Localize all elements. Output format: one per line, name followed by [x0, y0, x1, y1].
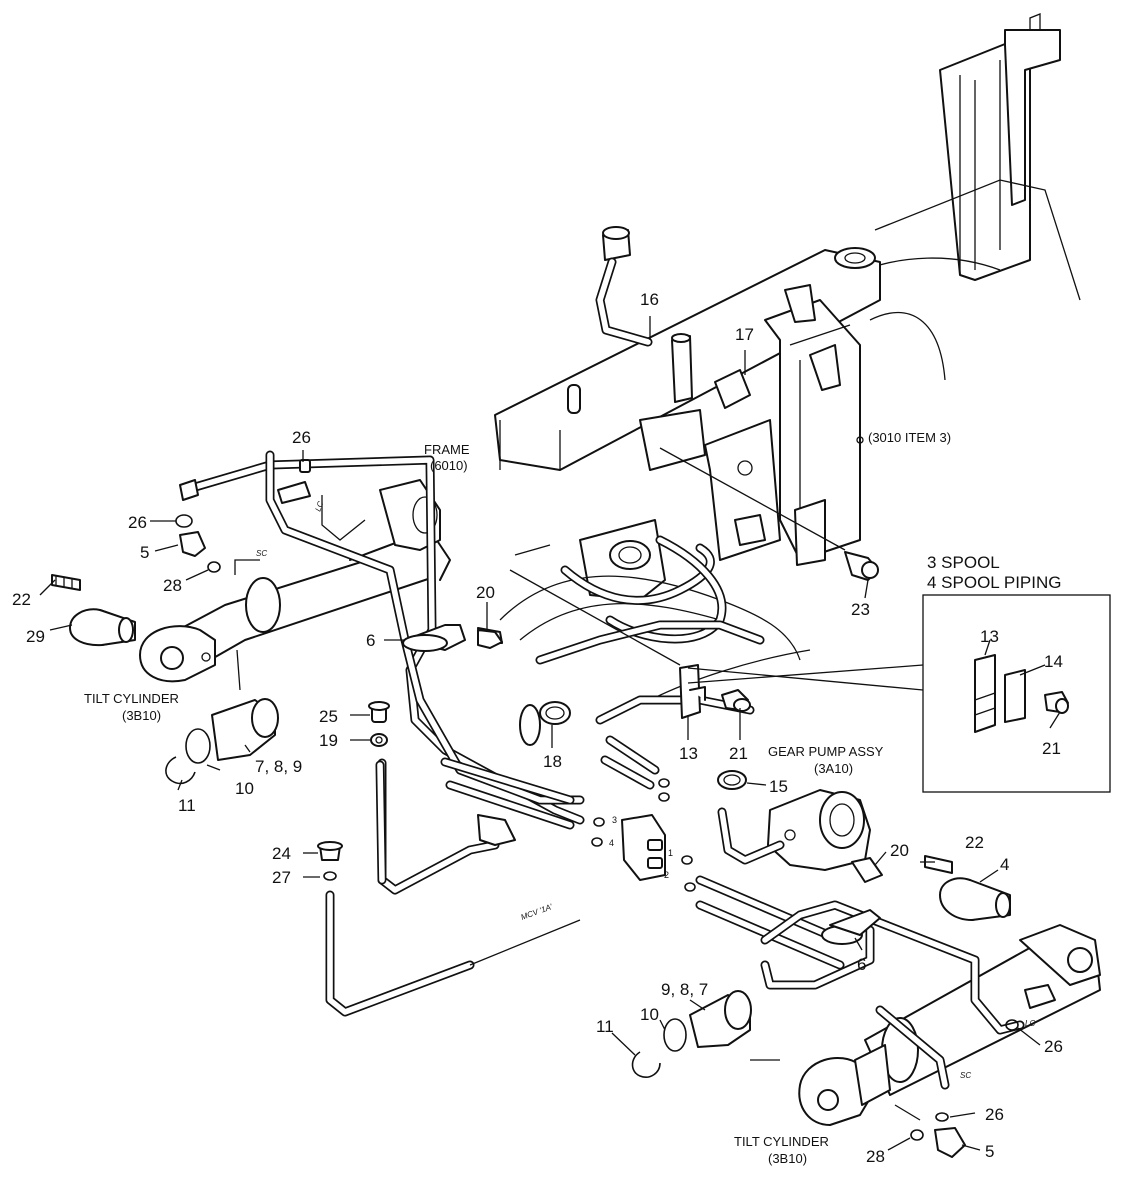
sc-tag-left: SC: [256, 549, 267, 558]
right-fittings: [910, 855, 1056, 1158]
callout-numbers: 16 17 26 26 5 28 22 29 6 20 23 25 19 18 …: [12, 290, 1063, 1166]
callout-26: 26: [985, 1105, 1004, 1124]
callout-22: 22: [12, 590, 31, 609]
callout-20: 20: [476, 583, 495, 602]
callout-13: 13: [980, 627, 999, 646]
frame-label: FRAME: [424, 442, 470, 457]
plug-24-27: [317, 841, 581, 1017]
side-bracket-3010: [764, 284, 864, 566]
port-3: 3: [612, 815, 617, 825]
right-tilt-cylinder: [798, 924, 1101, 1126]
callout-11: 11: [178, 796, 196, 815]
gear-pump-ref: (3A10): [814, 761, 853, 776]
item-3010-label: (3010 ITEM 3): [868, 430, 951, 445]
inset-title-1: 3 SPOOL: [927, 553, 1000, 572]
valve-block: [591, 778, 696, 892]
callout-6: 6: [366, 631, 375, 650]
callout-16: 16: [640, 290, 659, 309]
diagram-labels: FRAME (6010) (3010 ITEM 3) TILT CYLINDER…: [84, 430, 1061, 1166]
mast-structure: [839, 13, 1081, 381]
callout-13: 13: [679, 744, 698, 763]
callout-15: 15: [769, 777, 788, 796]
callout-22: 22: [965, 833, 984, 852]
frame-ref-label: (6010): [430, 458, 468, 473]
callout-21: 21: [729, 744, 748, 763]
lc-tag-left: LC: [313, 500, 325, 513]
sc-tag-right: SC: [960, 1071, 971, 1080]
fitting-25-19: [368, 701, 390, 885]
gear-pump-label: GEAR PUMP ASSY: [768, 744, 884, 759]
clamp-18: [519, 701, 571, 746]
tilt-cylinder-left-ref: (3B10): [122, 708, 161, 723]
callout-14: 14: [1044, 652, 1063, 671]
callout-27: 27: [272, 868, 291, 887]
callout-21: 21: [1042, 739, 1061, 758]
leader-lines: [39, 316, 1061, 1151]
callout-19: 19: [319, 731, 338, 750]
callout-4: 4: [1000, 855, 1009, 874]
tilt-cylinder-right-ref: (3B10): [768, 1151, 807, 1166]
bolts: [477, 551, 879, 649]
port-2: 2: [664, 870, 669, 880]
callout-26: 26: [1044, 1037, 1063, 1056]
inset-box: [687, 594, 1111, 793]
inset-title-2: 4 SPOOL PIPING: [927, 573, 1061, 592]
callout-11: 11: [596, 1017, 614, 1036]
callout-29: 29: [26, 627, 45, 646]
callout-26: 26: [128, 513, 147, 532]
callout-9-8-7: 9, 8, 7: [661, 980, 708, 999]
lc-tag-right: LC: [1025, 1019, 1035, 1028]
callout-23: 23: [851, 600, 870, 619]
callout-5: 5: [985, 1142, 994, 1161]
callout-10: 10: [235, 779, 254, 798]
port-1: 1: [668, 848, 673, 858]
left-hose-fittings: [175, 459, 366, 573]
callout-17: 17: [735, 325, 754, 344]
right-clamp: [821, 857, 883, 945]
callout-25: 25: [319, 707, 338, 726]
tilt-cylinder-left-label: TILT CYLINDER: [84, 691, 179, 706]
callout-26: 26: [292, 428, 311, 447]
callout-28: 28: [866, 1147, 885, 1166]
callout-20: 20: [890, 841, 909, 860]
callout-10: 10: [640, 1005, 659, 1024]
callout-18: 18: [543, 752, 562, 771]
central-hose-bundle: [535, 535, 765, 665]
tilt-cylinder-right-label: TILT CYLINDER: [734, 1134, 829, 1149]
mcv-label: MCV '1A': [520, 902, 554, 922]
tank-filter: [595, 226, 751, 409]
callout-28: 28: [163, 576, 182, 595]
right-bushing-group: [631, 990, 752, 1078]
right-pipes: [760, 900, 1025, 1090]
port-4: 4: [609, 838, 614, 848]
callout-5: 5: [140, 543, 149, 562]
callout-7-8-9: 7, 8, 9: [255, 757, 302, 776]
left-bushing-group: [51, 574, 279, 785]
gear-pump: [717, 770, 871, 871]
left-tilt-cylinder: [139, 479, 451, 683]
callout-6: 6: [857, 955, 866, 974]
bracket-13-main: [679, 664, 751, 719]
callout-24: 24: [272, 844, 291, 863]
